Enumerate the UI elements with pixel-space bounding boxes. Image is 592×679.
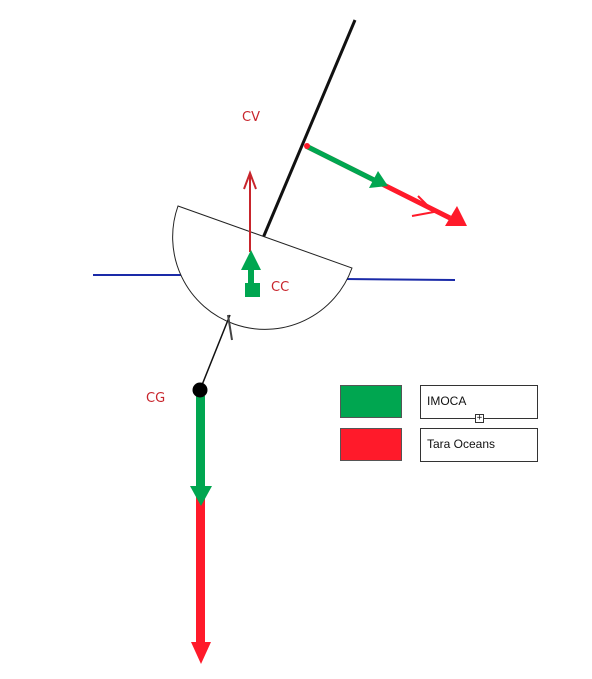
cc-green-shaft xyxy=(248,268,254,284)
cg-red-arrowhead xyxy=(191,642,211,664)
cv-label: CV xyxy=(242,110,260,125)
cv-red-arrowhead xyxy=(243,170,257,190)
keel-shade xyxy=(227,314,233,341)
keel xyxy=(199,314,231,391)
legend-label-tara[interactable]: Tara Oceans xyxy=(420,428,538,462)
cg-red-shaft xyxy=(196,492,205,644)
legend-swatch-tara xyxy=(340,428,402,461)
sail-green-arrow xyxy=(304,143,378,184)
plus-square-icon[interactable]: + xyxy=(475,413,484,423)
cc-label: CC xyxy=(271,280,290,295)
waterline-right xyxy=(343,278,456,281)
legend-text-tara: Tara Oceans xyxy=(427,437,496,451)
legend-text-imoca: IMOCA xyxy=(427,394,467,408)
sail-red-chevron xyxy=(411,195,437,217)
legend-swatch-imoca xyxy=(340,385,402,418)
cc-green-square xyxy=(245,283,260,297)
cg-label: CG xyxy=(146,391,166,406)
cc-green-arrowhead xyxy=(241,250,261,270)
hull xyxy=(172,205,353,330)
cg-green-arrowhead xyxy=(190,486,212,506)
cg-dot xyxy=(192,382,208,398)
cg-green-shaft xyxy=(196,396,205,488)
mast xyxy=(261,19,357,239)
sail-green-arrowhead xyxy=(369,171,388,188)
sail-attach-point xyxy=(304,143,310,149)
legend-label-imoca[interactable]: IMOCA xyxy=(420,385,538,419)
sail-red-arrowhead xyxy=(445,206,467,226)
